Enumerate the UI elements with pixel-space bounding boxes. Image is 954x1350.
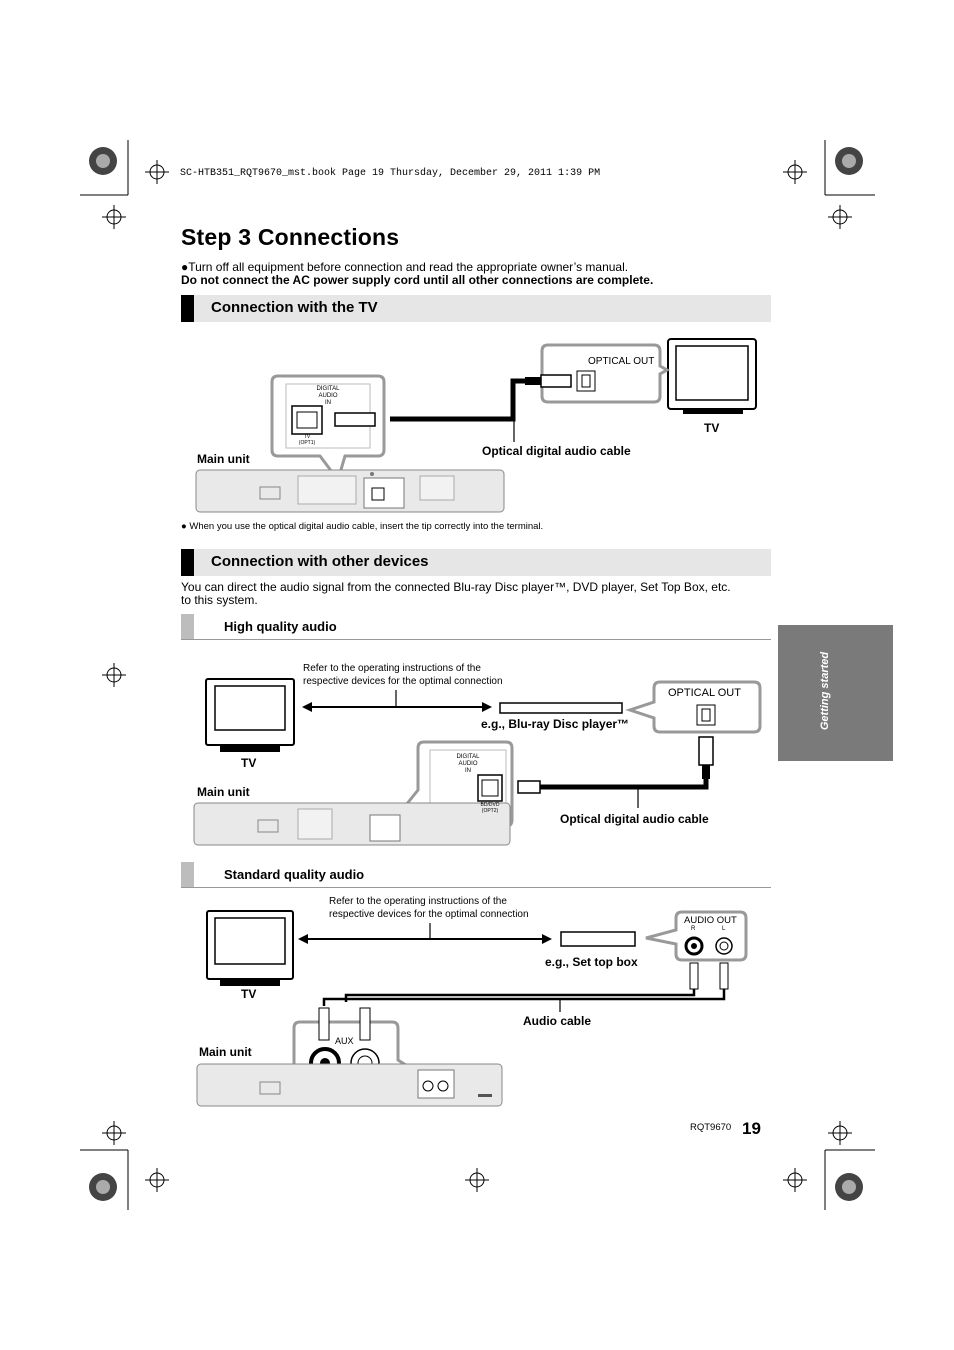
tv-optical-out-label: OPTICAL OUT xyxy=(588,356,655,367)
sq-aux-label: AUX xyxy=(335,1036,354,1046)
sq-refer-text: Refer to the operating instructions of t… xyxy=(329,895,529,921)
tv-illustration-sq xyxy=(206,910,294,986)
tv-illustration xyxy=(667,338,757,414)
registration-mark-bl xyxy=(89,1173,117,1201)
section-title-tv: Connection with the TV xyxy=(211,299,378,316)
sq-l-label: L xyxy=(722,926,726,932)
sq-r-label: R xyxy=(691,926,696,932)
hq-refer-text: Refer to the operating instructions of t… xyxy=(303,662,503,688)
sq-device-label: e.g., Set top box xyxy=(545,955,638,969)
main-unit-illustration xyxy=(195,469,505,513)
sq-tv-label: TV xyxy=(241,987,257,1001)
hq-tv-label: TV xyxy=(241,756,257,770)
registration-mark-br xyxy=(835,1173,863,1201)
side-tab-label: Getting started xyxy=(819,651,831,731)
intro-warning: Do not connect the AC power supply cord … xyxy=(181,273,654,287)
tv-illustration-hq xyxy=(205,678,295,752)
hq-device-label: e.g., Blu-ray Disc player™ xyxy=(481,717,630,731)
main-unit-illustration-hq xyxy=(193,802,511,846)
side-tab: Getting started xyxy=(778,625,893,761)
other-intro-line2: to this system. xyxy=(181,593,258,607)
print-header-line: SC-HTB351_RQT9670_mst.book Page 19 Thurs… xyxy=(180,168,601,179)
registration-mark-tl xyxy=(89,147,117,175)
hq-refer-line2: respective devices for the optimal conne… xyxy=(303,676,503,687)
optical-cable-label: Optical digital audio cable xyxy=(482,444,631,458)
document-code: RQT9670 xyxy=(690,1122,732,1133)
sq-cable-label: Audio cable xyxy=(523,1014,592,1028)
tv-label: TV xyxy=(704,421,720,435)
hq-bd-opt2-label: BD/DVD (OPT2) xyxy=(480,802,500,814)
other-intro-line1: You can direct the audio signal from the… xyxy=(181,580,731,594)
main-unit-illustration-sq xyxy=(196,1063,503,1107)
section-header-tv: Connection with the TV xyxy=(181,295,771,322)
hq-digital-audio-in-label: DIGITAL AUDIO IN xyxy=(456,754,480,774)
hq-cable-label: Optical digital audio cable xyxy=(560,812,709,826)
sq-main-unit-label: Main unit xyxy=(199,1045,252,1059)
hq-refer-line1: Refer to the operating instructions of t… xyxy=(303,663,481,674)
subsection-title-standard-quality: Standard quality audio xyxy=(224,867,365,882)
registration-mark-tr xyxy=(835,147,863,175)
subsection-title-high-quality: High quality audio xyxy=(224,619,337,634)
main-unit-label: Main unit xyxy=(197,452,250,466)
other-intro: You can direct the audio signal from the… xyxy=(181,581,731,607)
section-title-other: Connection with other devices xyxy=(211,553,429,570)
sq-audio-out-label: AUDIO OUT xyxy=(684,915,737,926)
sq-refer-line2: respective devices for the optimal conne… xyxy=(329,909,529,920)
hq-main-unit-label: Main unit xyxy=(197,785,250,799)
tv-opt1-label: TV (OPT1) xyxy=(298,434,316,446)
tv-digital-audio-in-label: DIGITAL AUDIO IN xyxy=(316,386,340,406)
page-title: Step 3 Connections xyxy=(181,224,400,250)
intro-bullet: ●Turn off all equipment before connectio… xyxy=(181,260,629,274)
tv-note: ● When you use the optical digital audio… xyxy=(181,521,544,532)
subsection-high-quality: High quality audio xyxy=(181,614,771,640)
subsection-standard-quality: Standard quality audio xyxy=(181,862,771,888)
section-header-other: Connection with other devices xyxy=(181,549,771,576)
page-number: 19 xyxy=(742,1119,761,1138)
hq-optical-out-label: OPTICAL OUT xyxy=(668,687,741,699)
intro: ●Turn off all equipment before connectio… xyxy=(181,261,653,287)
sq-refer-line1: Refer to the operating instructions of t… xyxy=(329,896,507,907)
